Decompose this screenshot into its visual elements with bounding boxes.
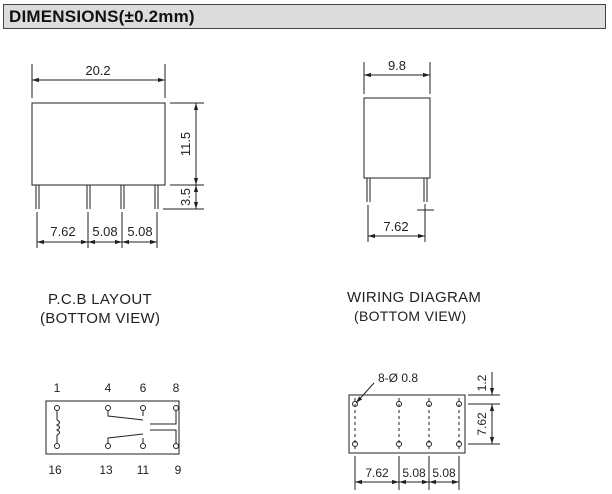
front-view <box>31 64 204 248</box>
pcb-pin-label-6: 6 <box>140 381 147 395</box>
relay-body-side <box>363 97 431 179</box>
pin-1-pad <box>54 405 60 411</box>
hole-leader <box>355 382 375 404</box>
wiring-diagram-title: WIRING DIAGRAM <box>347 289 482 306</box>
side-width-dim: 9.8 <box>388 58 406 73</box>
coil-symbol <box>55 411 60 443</box>
side-pin-spacing-dim: 7.62 <box>383 219 408 234</box>
pin-6-pad <box>140 405 146 411</box>
section-title: DIMENSIONS(±0.2mm) <box>9 7 195 26</box>
wiring-dim-row: 7.62 <box>475 412 489 436</box>
front-pitch-1: 7.62 <box>50 224 75 239</box>
pcb-pin-label-16: 16 <box>48 463 62 477</box>
side-view <box>363 62 434 242</box>
pin-11-pad <box>140 443 146 449</box>
pin-13-pad <box>105 443 111 449</box>
wiring-pitch-1: 7.62 <box>365 466 389 480</box>
wiring-diagram-subtitle: (BOTTOM VIEW) <box>354 308 467 324</box>
front-pin-length-dim: 3.5 <box>178 188 193 206</box>
pcb-layout-diagram <box>45 400 180 455</box>
pcb-pin-label-11: 11 <box>137 463 150 477</box>
pcb-pin-label-8: 8 <box>173 381 180 395</box>
front-pins <box>35 185 159 209</box>
pcb-pin-label-9: 9 <box>175 463 182 477</box>
pcb-layout-subtitle: (BOTTOM VIEW) <box>40 310 161 327</box>
side-pins <box>366 178 428 202</box>
contact-set-upper <box>107 411 177 425</box>
mounting-holes <box>352 401 462 447</box>
hole-centerlines <box>354 398 460 450</box>
pcb-layout-title: P.C.B LAYOUT <box>48 291 152 308</box>
wiring-dim-top: 1.2 <box>475 374 489 391</box>
section-header: DIMENSIONS(±0.2mm) <box>3 4 606 29</box>
front-height-dim: 11.5 <box>178 132 193 156</box>
hole-spec: 8-Ø 0.8 <box>378 371 418 385</box>
front-pitch-3: 5.08 <box>127 224 152 239</box>
front-width-dim: 20.2 <box>85 63 110 78</box>
pin-16-pad <box>54 443 60 449</box>
pcb-pin-label-4: 4 <box>105 381 112 395</box>
pcb-pin-label-13: 13 <box>99 463 113 477</box>
relay-body-front <box>31 102 166 186</box>
wiring-pitch-3: 5.08 <box>432 466 456 480</box>
wiring-diagram <box>348 372 500 490</box>
hole-pattern-outline <box>348 394 466 454</box>
contact-set-lower <box>107 429 177 443</box>
front-pitch-2: 5.08 <box>92 224 117 239</box>
pin-4-pad <box>105 405 111 411</box>
wiring-pitch-2: 5.08 <box>402 466 426 480</box>
pin-8-pad <box>173 405 179 411</box>
pcb-pin-label-1: 1 <box>54 381 61 395</box>
pcb-outline <box>45 400 180 455</box>
pin-9-pad <box>173 443 179 449</box>
